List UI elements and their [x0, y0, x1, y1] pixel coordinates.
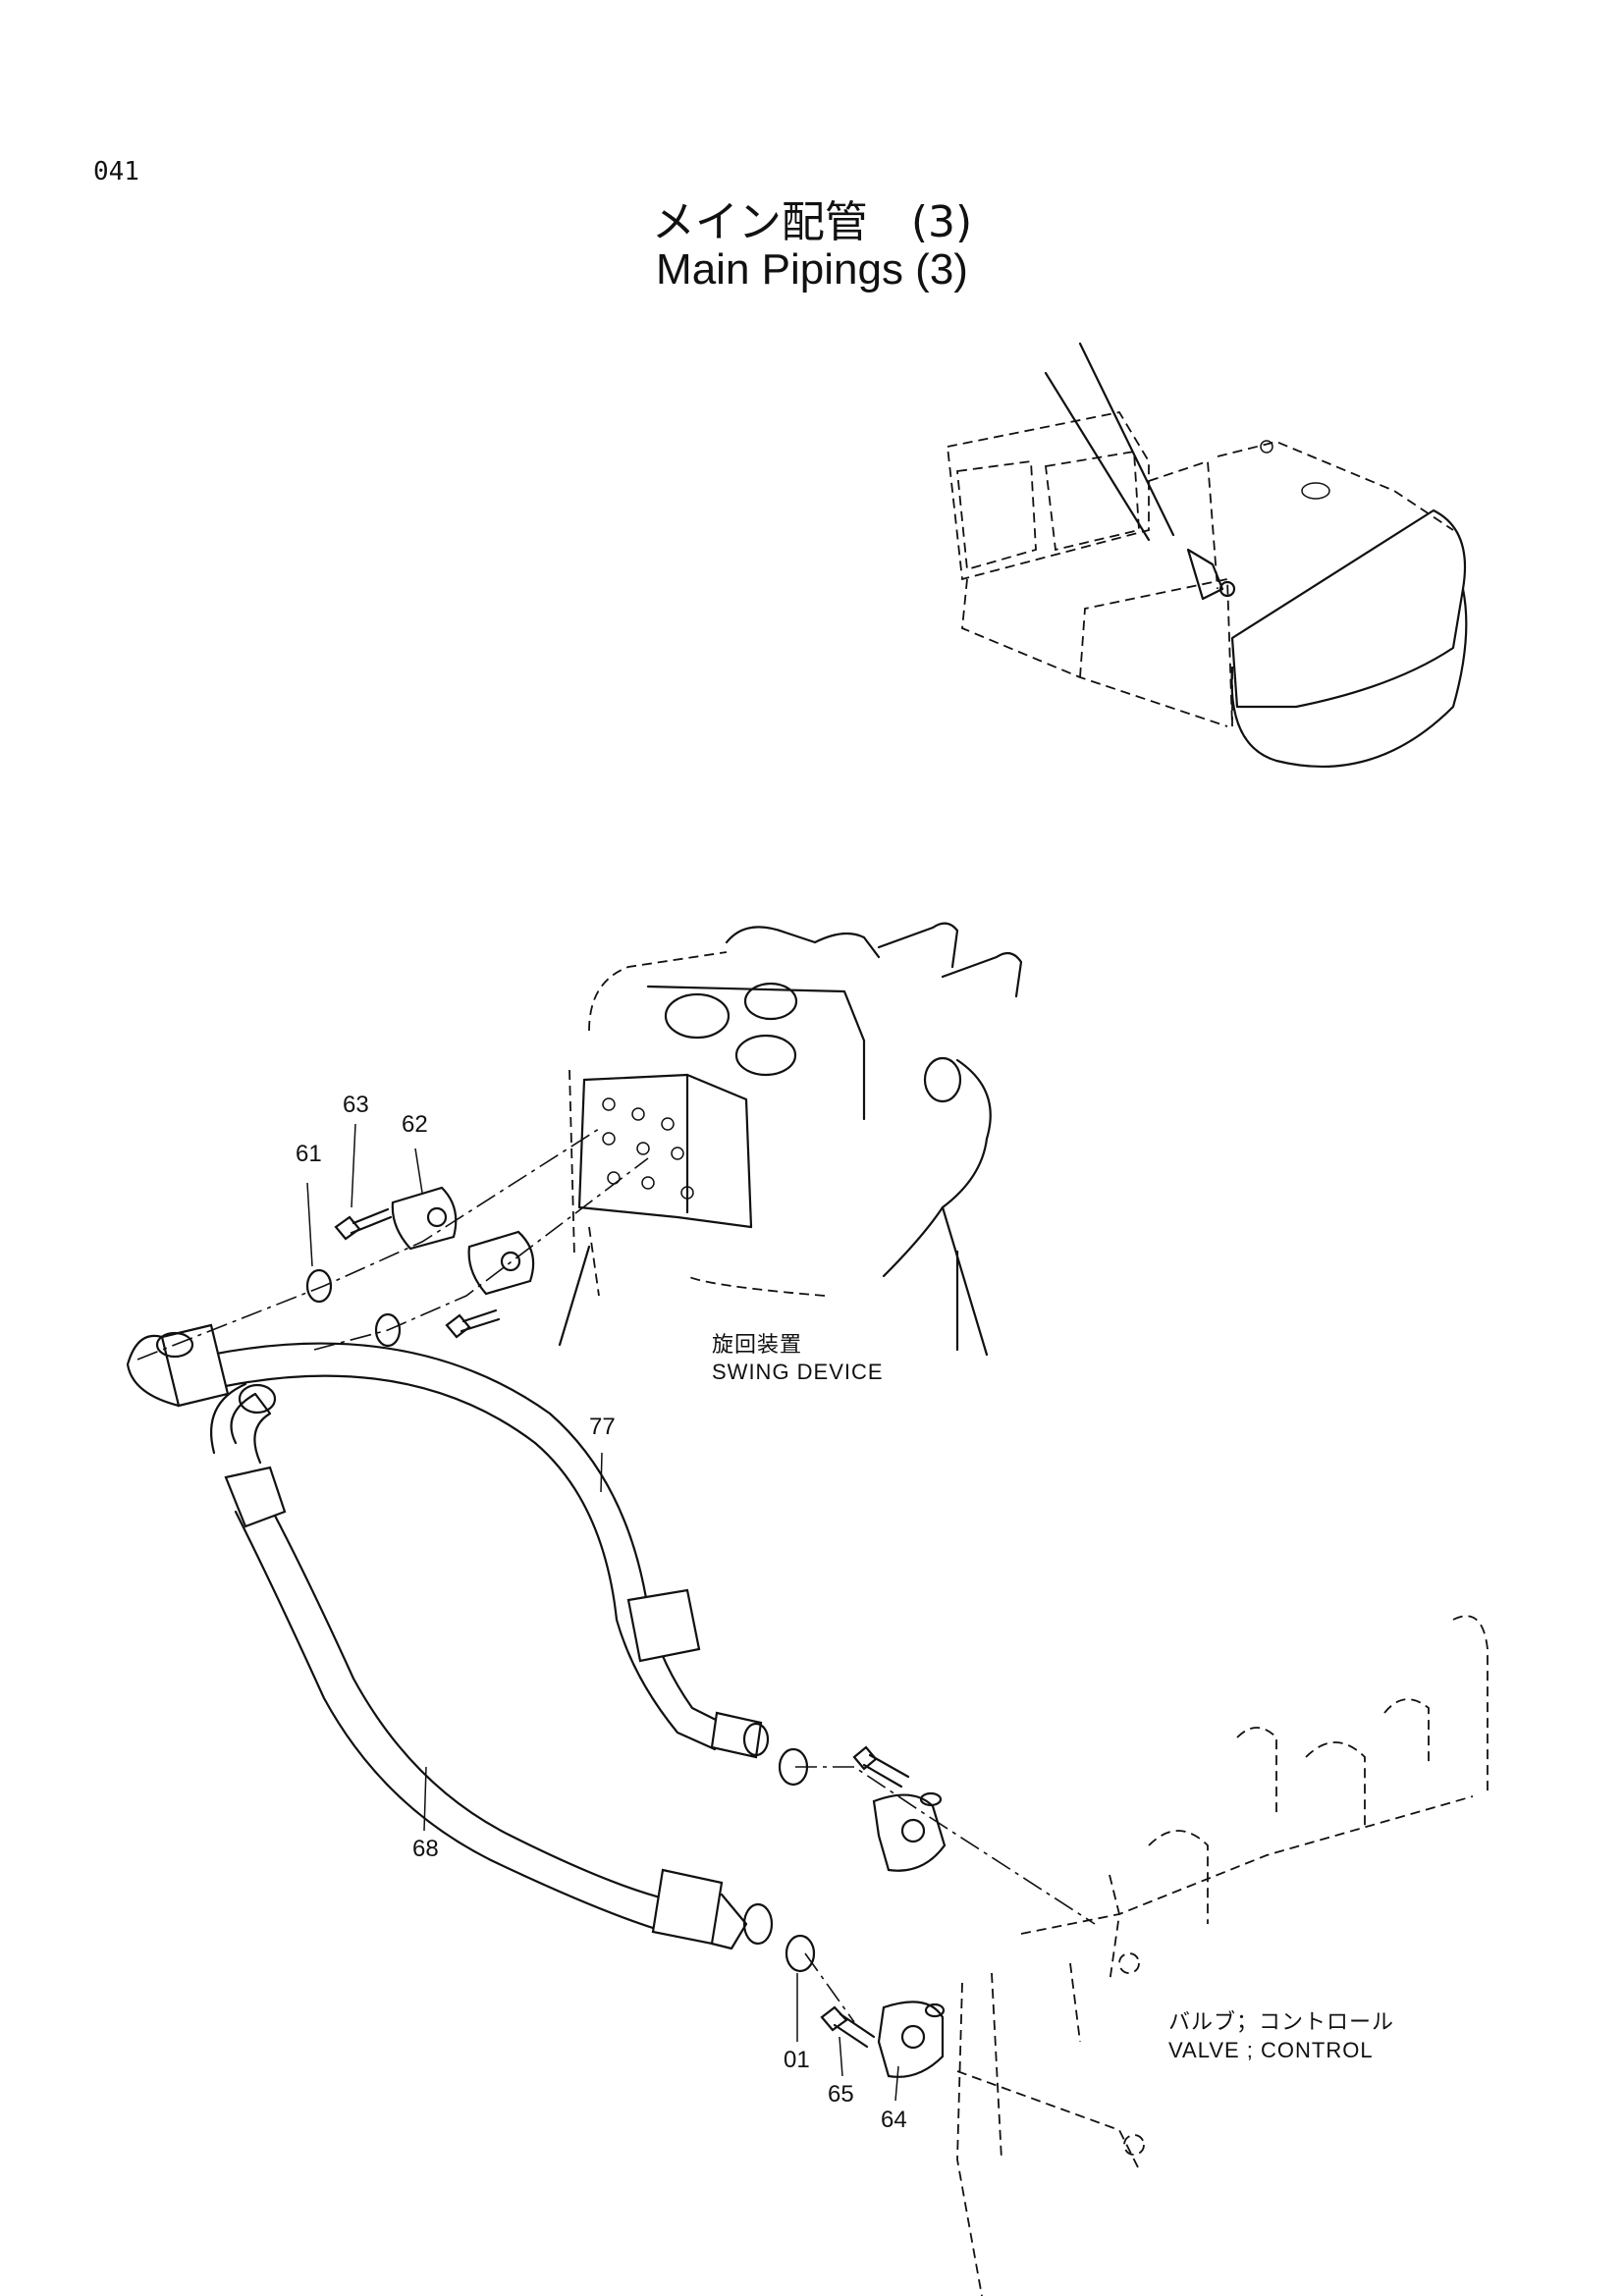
callout-65: 65 — [828, 2081, 854, 2108]
callout-64: 64 — [881, 2107, 907, 2133]
excavator-overview — [947, 342, 1468, 768]
callout-61: 61 — [296, 1141, 322, 1167]
swing-device-label-en: SWING DEVICE — [712, 1360, 884, 1384]
callout-62: 62 — [402, 1111, 428, 1138]
flange-62 — [391, 1186, 535, 1296]
control-valve-label-en: VALVE ; CONTROL — [1168, 2038, 1374, 2062]
callout-77: 77 — [589, 1414, 616, 1440]
flange-right-upper — [852, 1745, 947, 1872]
title-japanese: メイン配管 (3) — [651, 197, 973, 247]
center-lines — [136, 1128, 1096, 2023]
hose-68 — [210, 1382, 816, 1973]
control-valve-label-jp: バルブ；コントロール — [1168, 2009, 1395, 2034]
title-english: Main Pipings (3) — [656, 245, 968, 294]
bolt-65 — [820, 2005, 876, 2049]
callout-63: 63 — [343, 1092, 369, 1118]
callout-01: 01 — [784, 2047, 810, 2073]
swing-device-label-jp: 旋回装置 — [712, 1332, 803, 1357]
orings — [305, 1268, 402, 1348]
leader-lines — [306, 1123, 899, 2102]
bolt-63 — [334, 1207, 501, 1339]
swing-device-drawing — [558, 922, 1023, 1357]
flange-face-holes — [602, 1097, 694, 1200]
page-number: 041 — [93, 157, 139, 187]
flange-64 — [877, 2001, 946, 2078]
control-valve-drawing — [956, 1615, 1489, 2296]
callout-68: 68 — [412, 1836, 439, 1862]
